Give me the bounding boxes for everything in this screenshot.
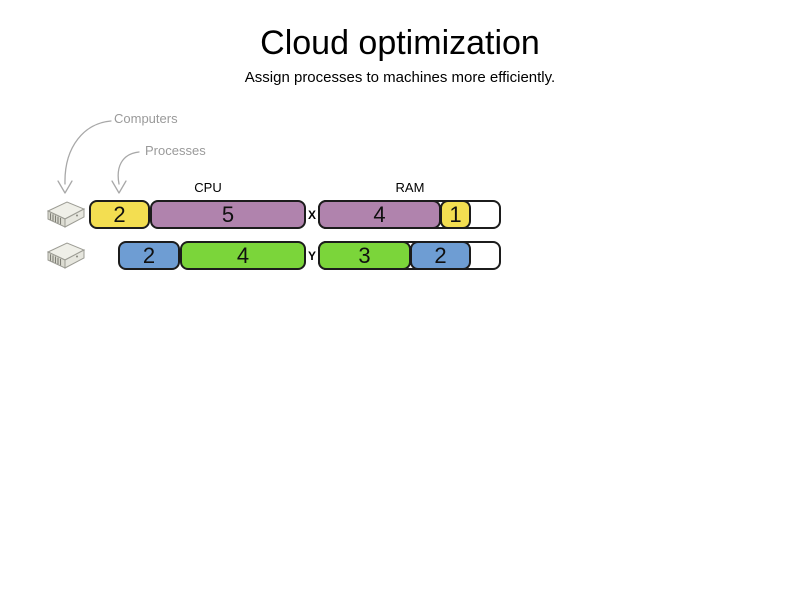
ram-segment: 4 bbox=[318, 200, 441, 229]
page-title: Cloud optimization bbox=[260, 24, 540, 62]
ram-column-label: RAM bbox=[395, 180, 425, 195]
cpu-segment-value: 2 bbox=[142, 242, 156, 268]
cpu-segment-value: 4 bbox=[236, 242, 250, 268]
computers-annotation-label: Computers bbox=[114, 111, 178, 126]
page-subtitle: Assign processes to machines more effici… bbox=[244, 69, 556, 86]
ram-segment-value: 2 bbox=[434, 242, 447, 268]
cpu-segment-value: 5 bbox=[221, 201, 235, 227]
computer-icon bbox=[46, 201, 86, 228]
ram-segment-value: 1 bbox=[449, 201, 462, 227]
cpu-segment-value: 2 bbox=[113, 201, 126, 227]
ram-segment: 1 bbox=[440, 200, 471, 229]
cpu-segment: 4 bbox=[180, 241, 306, 270]
cpu-segment: 2 bbox=[89, 200, 150, 229]
ram-segment: 3 bbox=[318, 241, 411, 270]
ram-segment-value: 4 bbox=[373, 201, 386, 227]
machine-label: X bbox=[307, 207, 316, 222]
annotation-arrows-icon bbox=[57, 120, 140, 194]
ram-segment-value: 3 bbox=[358, 242, 371, 268]
processes-annotation-label: Processes bbox=[145, 143, 206, 158]
computer-icon bbox=[46, 242, 86, 269]
cpu-segment: 5 bbox=[150, 200, 306, 229]
cpu-column-label: CPU bbox=[194, 180, 222, 195]
cpu-segment: 2 bbox=[118, 241, 180, 270]
ram-segment: 2 bbox=[410, 241, 471, 270]
machine-label: Y bbox=[307, 248, 316, 263]
